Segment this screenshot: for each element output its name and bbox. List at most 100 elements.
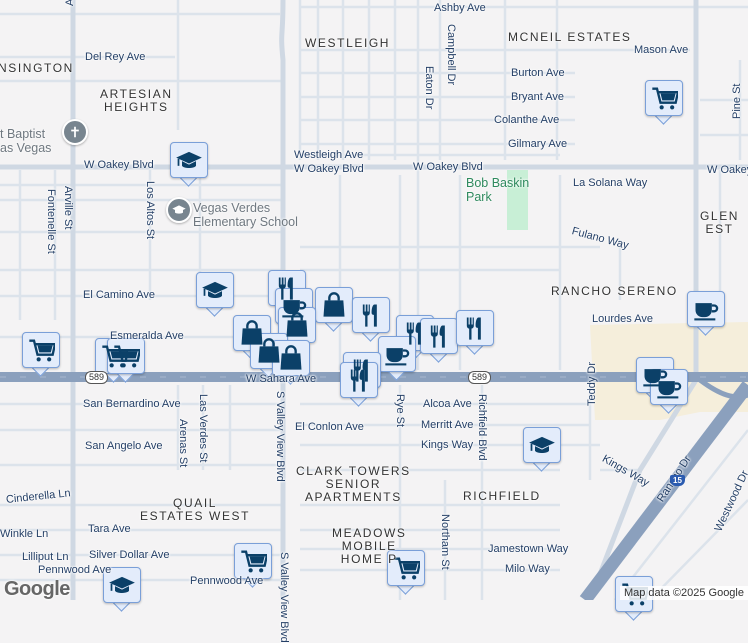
school-icon (202, 281, 228, 299)
restaurant-icon (350, 369, 365, 392)
cart-marker[interactable] (645, 80, 683, 125)
cart-icon (241, 550, 267, 573)
restaurant-marker[interactable] (268, 270, 306, 315)
street-label: Las Verdes St (197, 394, 209, 463)
poi-label[interactable]: Vegas Verdes Elementary School (193, 201, 298, 229)
poi-label[interactable]: t Baptist as Vegas (0, 127, 52, 155)
street-label: Westleigh Ave (294, 149, 364, 161)
neighborhood-label: WESTLEIGH (305, 36, 391, 50)
neighborhood-label: MEADOWS MOBILE HOME P (332, 526, 407, 566)
street-label: W Oakey Blvd (294, 163, 364, 175)
marker-box (352, 297, 390, 333)
cart-icon (29, 339, 55, 362)
school-marker[interactable] (196, 272, 234, 317)
street-label: Pennwood Ave (190, 575, 264, 587)
cafe-icon (657, 381, 682, 399)
street-label: Winkle Ln (0, 528, 49, 540)
school-marker[interactable] (523, 427, 561, 472)
google-logo: Google (4, 578, 70, 600)
street-label: Fontenelle St (45, 189, 57, 254)
cart-marker[interactable] (107, 338, 145, 383)
street-label: Teddy Dr (586, 361, 598, 406)
cafe-marker[interactable] (650, 369, 688, 414)
street-label: Ashby Ave (434, 2, 486, 14)
restaurant-marker[interactable] (340, 362, 378, 407)
street-label: La Solana Way (573, 177, 648, 189)
street-label: Richfield Blvd (476, 394, 488, 461)
school-marker[interactable] (170, 142, 208, 187)
cart-marker[interactable] (387, 550, 425, 595)
route-589-shield: 589 (85, 371, 109, 384)
marker-box (456, 310, 494, 346)
marker-box (103, 567, 141, 603)
school-icon (176, 151, 202, 169)
marker-box (275, 288, 313, 324)
school-icon (529, 436, 555, 454)
cafe-marker[interactable] (687, 291, 725, 336)
street-label: Kings Way (421, 439, 474, 451)
marker-box (396, 315, 434, 351)
marker-box (234, 543, 272, 579)
shopping-icon (241, 320, 263, 345)
street-label: Mason Ave (634, 44, 689, 56)
cart-icon (652, 87, 678, 110)
marker-layer (22, 80, 725, 621)
street-label: Alcoa Ave (423, 398, 472, 410)
map-canvas[interactable] (0, 0, 748, 600)
neighborhood-label: CLARK TOWERS SENIOR APARTMENTS (296, 464, 411, 504)
street-label: W Oakey Blvd (413, 161, 483, 173)
restaurant-marker[interactable] (352, 297, 390, 342)
marker-box (22, 332, 60, 368)
marker-box (523, 427, 561, 463)
park-area (507, 170, 528, 230)
shopping-icon (258, 338, 280, 363)
street-label: W Oakey Blvd (707, 164, 748, 176)
restaurant-marker[interactable] (456, 310, 494, 355)
marker-box (315, 287, 353, 323)
street-label: Rye St (394, 394, 406, 428)
minor-roads (0, 0, 748, 600)
cart-marker[interactable] (22, 332, 60, 377)
street-label: Eaton Dr (423, 66, 435, 110)
street-label: Campbell Dr (445, 24, 457, 86)
restaurant-icon (466, 317, 481, 340)
school-icon (109, 576, 135, 594)
neighborhood-label: QUAIL ESTATES WEST (140, 496, 251, 523)
neighborhood-label: RICHFIELD (463, 489, 541, 503)
neighborhood-label: NSINGTON (0, 61, 74, 75)
marker-box (650, 369, 688, 405)
marker-box (272, 340, 310, 376)
cafe-marker[interactable] (378, 336, 416, 381)
school-marker[interactable] (103, 567, 141, 612)
marker-box (196, 272, 234, 308)
street-label: Northam St (439, 514, 451, 570)
street-label: Los Altos St (144, 181, 156, 240)
shopping-marker[interactable] (315, 287, 353, 332)
marker-box (387, 550, 425, 586)
marker-box (378, 336, 416, 372)
school-icon[interactable] (166, 197, 192, 223)
street-label: Gilmary Ave (508, 138, 568, 150)
restaurant-icon (278, 277, 293, 300)
marker-box (268, 270, 306, 306)
marker-box (687, 291, 725, 327)
poi-label[interactable]: Bob Baskin Park (466, 176, 530, 204)
street-label: Arville St (62, 186, 74, 230)
map-attribution[interactable]: Map data ©2025 Google (619, 586, 748, 600)
shopping-icon (280, 345, 302, 370)
restaurant-marker[interactable] (396, 315, 434, 360)
neighborhood-label: GLEN EST (700, 209, 740, 236)
cafe-marker[interactable] (275, 288, 313, 333)
street-label: Jamestown Way (488, 543, 569, 555)
church-icon[interactable] (62, 119, 88, 145)
cafe-icon (385, 348, 410, 366)
cafe-icon (643, 369, 668, 387)
route-589-shield: 589 (468, 371, 492, 384)
street-label: Tara Ave (88, 523, 131, 535)
neighborhood-label: ARTESIAN HEIGHTS (100, 87, 173, 114)
restaurant-icon (406, 322, 421, 345)
cart-marker[interactable] (234, 543, 272, 588)
restaurant-icon (362, 304, 377, 327)
cart-icon (394, 557, 420, 580)
restaurant-marker[interactable] (420, 318, 458, 363)
